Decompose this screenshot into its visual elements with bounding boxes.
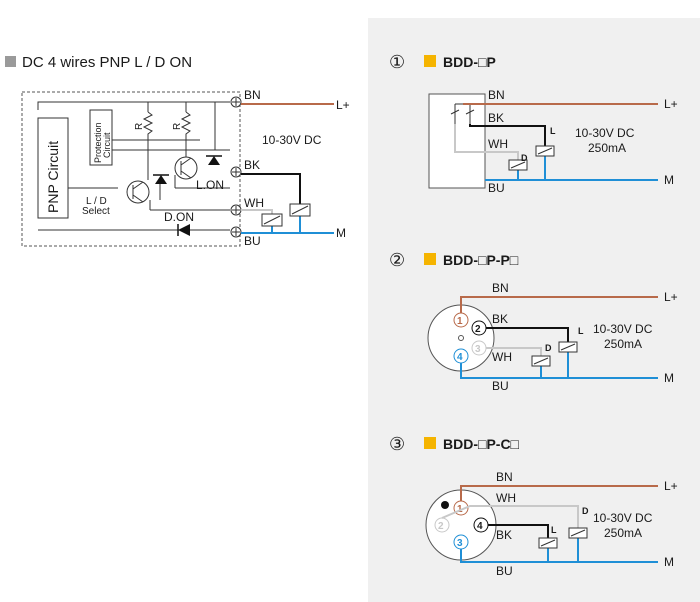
s1-l-label: L [550, 126, 556, 136]
s1-current-label: 250mA [588, 141, 626, 155]
accent-square-icon [424, 437, 436, 449]
section-2-number: ② [389, 250, 405, 270]
d-on-led-icon [178, 224, 190, 236]
s2-pin-2-label: 2 [475, 324, 481, 335]
internal-wiring [37, 101, 230, 231]
accent-square-icon [424, 253, 436, 265]
s3-plus-label: L+ [664, 479, 678, 493]
s3-bu-wire [460, 549, 658, 563]
section-3-number: ③ [389, 434, 405, 454]
s1-plus-label: L+ [664, 97, 678, 111]
left-title: DC 4 wires PNP L / D ON [22, 54, 192, 71]
s3-wh-wire [441, 505, 579, 528]
select-label-2: Select [82, 206, 110, 217]
terminals [230, 96, 242, 238]
section-3-title: BDD-□P-C□ [443, 436, 520, 452]
s2-wh-label: WH [492, 350, 512, 364]
s1-wh-wire [454, 124, 519, 160]
gray-square-icon [5, 56, 16, 67]
s2-pin-1-label: 1 [457, 316, 463, 327]
s1-bu-label: BU [488, 181, 505, 195]
s2-bu-wire [460, 363, 658, 379]
s3-supply-label: 10-30V DC [593, 511, 653, 525]
resistor-label-1: R [134, 123, 145, 130]
section-1-number: ① [389, 52, 405, 72]
s3-d-label: D [582, 506, 589, 516]
resistor-label-2: R [172, 123, 183, 130]
s1-minus-label: M [664, 173, 674, 187]
protection-label-1: Protection [93, 122, 103, 163]
l-on-led-icon [208, 156, 220, 165]
s2-bn-label: BN [492, 281, 509, 295]
s3-pin-2-label: 2 [438, 521, 444, 532]
s3-wh-label: WH [496, 491, 516, 505]
right-panel [368, 18, 700, 602]
s1-bk-wire [469, 124, 546, 146]
s3-bn-wire [460, 485, 658, 501]
s1-supply-label: 10-30V DC [575, 126, 635, 140]
l-on-label: L.ON [196, 178, 224, 192]
section-1-title: BDD-□P [443, 54, 496, 70]
s3-pin-4-label: 4 [477, 521, 483, 532]
s2-bn-wire [460, 296, 658, 313]
s2-l-label: L [578, 326, 584, 336]
s3-pin-3-label: 3 [457, 538, 463, 549]
s3-bk-wire [488, 524, 549, 538]
s3-current-label: 250mA [604, 526, 642, 540]
bk-label: BK [244, 158, 260, 172]
section-2-title: BDD-□P-P□ [443, 252, 519, 268]
output-transistor-icon [174, 156, 198, 180]
l-plus-label: L+ [336, 98, 350, 112]
sensor-1-body [428, 93, 486, 189]
s3-l-label: L [551, 525, 557, 535]
s1-bk-label: BK [488, 111, 504, 125]
s2-bu-label: BU [492, 379, 509, 393]
d-on-label: D.ON [164, 210, 194, 224]
s2-wh-wire [486, 347, 542, 356]
wh-label: WH [244, 196, 264, 210]
s2-pin-4-label: 4 [457, 352, 463, 363]
m-label: M [336, 226, 346, 240]
s1-bn-label: BN [488, 88, 505, 102]
zener-icon [155, 175, 167, 184]
s1-wh-label: WH [488, 137, 508, 151]
select-label-1: L / D [86, 196, 107, 207]
s1-d-label: D [521, 153, 528, 163]
s3-minus-label: M [664, 555, 674, 569]
s3-bn-label: BN [496, 470, 513, 484]
s2-current-label: 250mA [604, 337, 642, 351]
s2-plus-label: L+ [664, 290, 678, 304]
accent-square-icon [424, 55, 436, 67]
select-transistor-icon [126, 180, 150, 204]
protection-label-2: Circuit [102, 132, 112, 158]
s2-d-label: D [545, 343, 552, 353]
bu-label: BU [244, 234, 261, 248]
bk-wire [241, 173, 301, 204]
s2-supply-label: 10-30V DC [593, 322, 653, 336]
s2-bk-wire [486, 327, 569, 342]
wh-wire [241, 209, 273, 214]
pnp-circuit-block [37, 117, 69, 219]
s2-bk-label: BK [492, 312, 508, 326]
protection-circuit-block [89, 109, 113, 166]
s2-pin-3-label: 3 [475, 344, 481, 355]
s2-minus-label: M [664, 371, 674, 385]
s3-bu-label: BU [496, 564, 513, 578]
pnp-circuit-label: PNP Circuit [45, 141, 61, 213]
s3-bk-label: BK [496, 528, 512, 542]
bn-label: BN [244, 88, 261, 102]
supply-label: 10-30V DC [262, 133, 322, 147]
